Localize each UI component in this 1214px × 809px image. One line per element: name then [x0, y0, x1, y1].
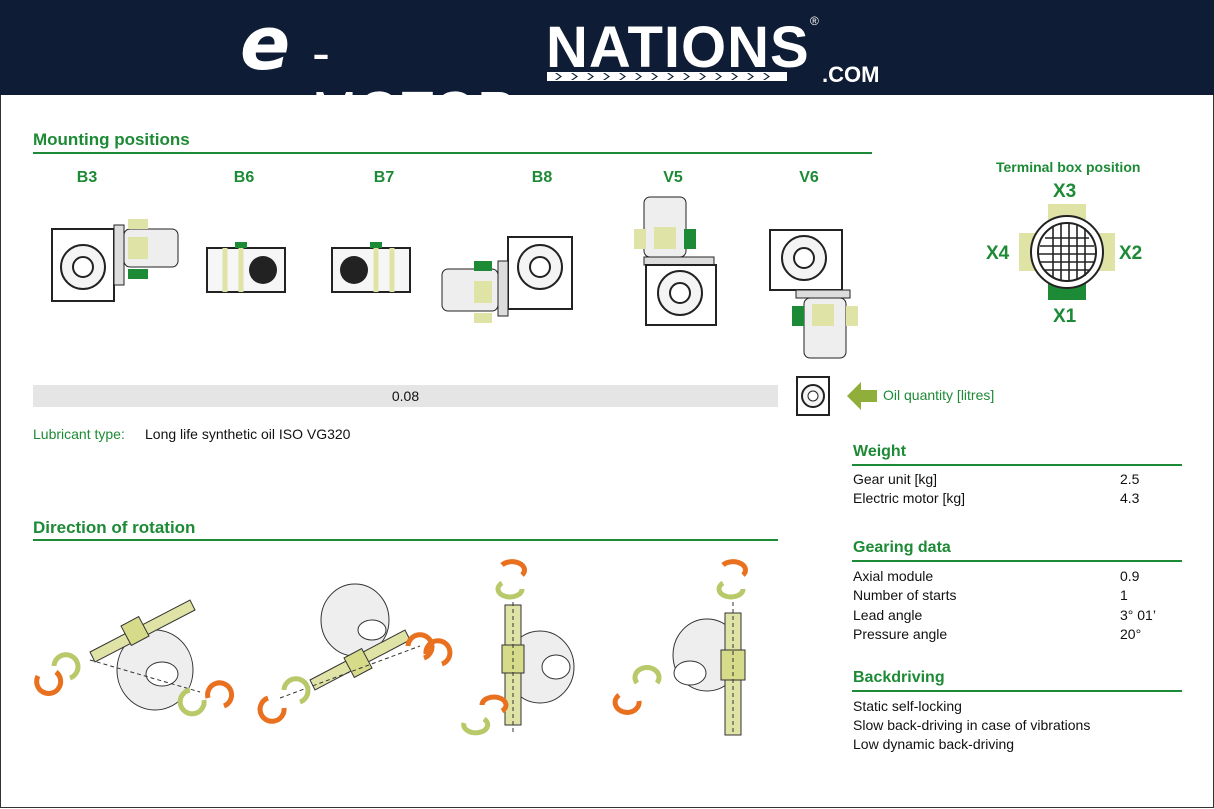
- position-label-b6: B6: [233, 169, 255, 186]
- gearing-module-label: Axial module: [853, 568, 934, 584]
- mounting-rule: [33, 152, 872, 154]
- backdriving-rule: [852, 690, 1182, 692]
- gearing-lead-value: 3° 01’: [1120, 607, 1156, 623]
- position-label-b8: B8: [531, 169, 553, 186]
- oil-quantity-value: 0.08: [391, 388, 420, 404]
- backdriving-item: Slow back-driving in case of vibrations: [853, 717, 1091, 733]
- rotation-title: Direction of rotation: [33, 518, 196, 537]
- mounting-title: Mounting positions: [33, 130, 190, 149]
- terminal-x4-label: X4: [986, 243, 1010, 264]
- backdriving-item: Static self-locking: [853, 698, 962, 714]
- gearbox-b6-drawing: [206, 242, 286, 293]
- backdriving-title: Backdriving: [853, 669, 945, 686]
- logo-chevrons: [547, 72, 787, 81]
- lubricant-value: Long life synthetic oil ISO VG320: [145, 426, 351, 442]
- logo-nations: NATIONS: [546, 15, 810, 80]
- rotation-rule: [33, 539, 778, 541]
- gearing-module-value: 0.9: [1120, 568, 1140, 584]
- rotation-diagram-2: [257, 583, 453, 724]
- header-banner: e -MOTOR NATIONS ® .COM: [0, 0, 1214, 140]
- weight-gear-value: 2.5: [1120, 471, 1140, 487]
- lubricant-label: Lubricant type:: [33, 426, 125, 442]
- weight-rule: [852, 464, 1182, 466]
- weight-motor-value: 4.3: [1120, 490, 1140, 506]
- gearbox-v6-drawing: [769, 229, 858, 359]
- gearing-title: Gearing data: [853, 539, 951, 556]
- rotation-diagram-1: [34, 599, 235, 717]
- position-label-b7: B7: [373, 169, 395, 186]
- logo-motor: -MOTOR: [312, 23, 517, 141]
- gearing-rule: [852, 560, 1182, 562]
- weight-gear-label: Gear unit [kg]: [853, 471, 938, 487]
- position-label-v6: V6: [799, 169, 819, 186]
- gearbox-b3-drawing: [51, 219, 179, 302]
- terminal-box-title: Terminal box position: [996, 159, 1141, 175]
- gearing-pressure-label: Pressure angle: [853, 626, 948, 642]
- terminal-x1-label: X1: [1053, 306, 1077, 327]
- gearbox-b7-drawing: [331, 242, 411, 293]
- oil-quantity-bar: 0.08: [33, 385, 778, 407]
- gearbox-b8-drawing: [441, 236, 573, 323]
- terminal-x3-label: X3: [1053, 181, 1077, 202]
- logo-e: e: [240, 1, 291, 87]
- rotation-diagram-4: [612, 559, 748, 736]
- terminal-x2-label: X2: [1119, 243, 1143, 264]
- oil-quantity-label: Oil quantity [litres]: [883, 387, 995, 403]
- gearing-pressure-value: 20°: [1120, 626, 1142, 642]
- gearing-starts-label: Number of starts: [853, 587, 957, 603]
- terminal-box-diagram: [1019, 204, 1115, 300]
- logo-registered: ®: [810, 14, 819, 28]
- gearing-starts-value: 1: [1120, 587, 1128, 603]
- logo-com: .COM: [822, 62, 880, 87]
- position-label-b3: B3: [76, 169, 98, 186]
- rotation-diagram-3: [461, 559, 575, 736]
- backdriving-item: Low dynamic back-driving: [853, 736, 1015, 752]
- gearing-lead-label: Lead angle: [853, 607, 923, 623]
- oil-gearbox-icon: [796, 376, 830, 416]
- position-label-v5: V5: [663, 169, 683, 186]
- weight-motor-label: Electric motor [kg]: [853, 490, 966, 506]
- weight-title: Weight: [853, 443, 907, 460]
- gearbox-v5-drawing: [634, 196, 717, 326]
- arrow-left-icon: [847, 382, 877, 410]
